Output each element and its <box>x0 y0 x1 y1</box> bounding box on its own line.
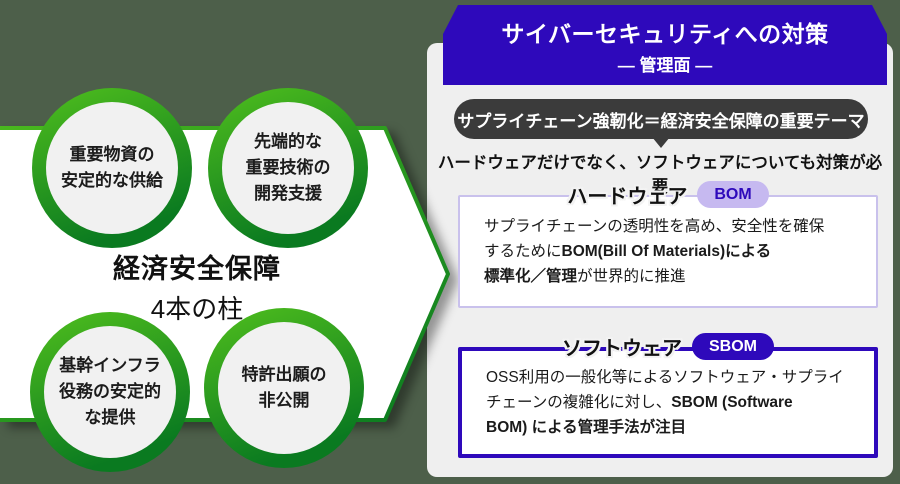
lead-text: ハードウェアだけでなく、ソフトウェアについても対策が必要 <box>437 154 883 196</box>
pillar-label-patent: 特許出願の非公開 <box>218 322 350 454</box>
panel-banner: サイバーセキュリティへの対策 ― 管理面 ― <box>443 5 887 85</box>
software-body: OSS利用の一般化等によるソフトウェア・サプライチェーンの複雑化に対し、SBOM… <box>486 369 844 436</box>
pillar-label-infrastructure: 基幹インフラ役務の安定的な提供 <box>44 326 176 458</box>
pillar-circle-patent: 特許出願の非公開 <box>204 308 364 468</box>
hardware-section: ハードウェア BOM サプライチェーンの透明性を高め、安全性を確保するためにBO… <box>458 180 878 308</box>
pillar-circle-infrastructure: 基幹インフラ役務の安定的な提供 <box>30 312 190 472</box>
bom-badge: BOM <box>697 180 769 209</box>
diagram-title: 経済安全保障 <box>113 254 281 284</box>
hardware-title: ハードウェア <box>567 186 688 208</box>
pillar-label-advanced-tech: 先端的な重要技術の開発支援 <box>222 102 354 234</box>
software-section: ソフトウェア SBOM OSS利用の一般化等によるソフトウェア・サプライチェーン… <box>458 332 878 458</box>
pillar-label-critical-goods: 重要物資の安定的な供給 <box>46 102 178 234</box>
diagram-subtitle: 4本の柱 <box>150 294 244 324</box>
callout-pointer-shape <box>652 137 670 148</box>
diagram-center-label: 経済安全保障 4本の柱 <box>57 247 337 326</box>
pillar-circle-advanced-tech: 先端的な重要技術の開発支援 <box>208 88 368 248</box>
banner-title: サイバーセキュリティへの対策 <box>501 20 829 47</box>
pillar-circle-critical-goods: 重要物資の安定的な供給 <box>32 88 192 248</box>
software-title: ソフトウェア <box>562 338 682 360</box>
supply-chain-callout: サプライチェーン強靭化＝経済安全保障の重要テーマ <box>454 99 868 139</box>
hardware-title-row: ハードウェア BOM <box>460 180 876 209</box>
sbom-badge: SBOM <box>692 332 774 361</box>
software-title-row: ソフトウェア SBOM <box>462 332 874 361</box>
hardware-body: サプライチェーンの透明性を高め、安全性を確保するためにBOM(Bill Of M… <box>484 218 825 285</box>
banner-subtitle: ― 管理面 ― <box>617 55 713 75</box>
